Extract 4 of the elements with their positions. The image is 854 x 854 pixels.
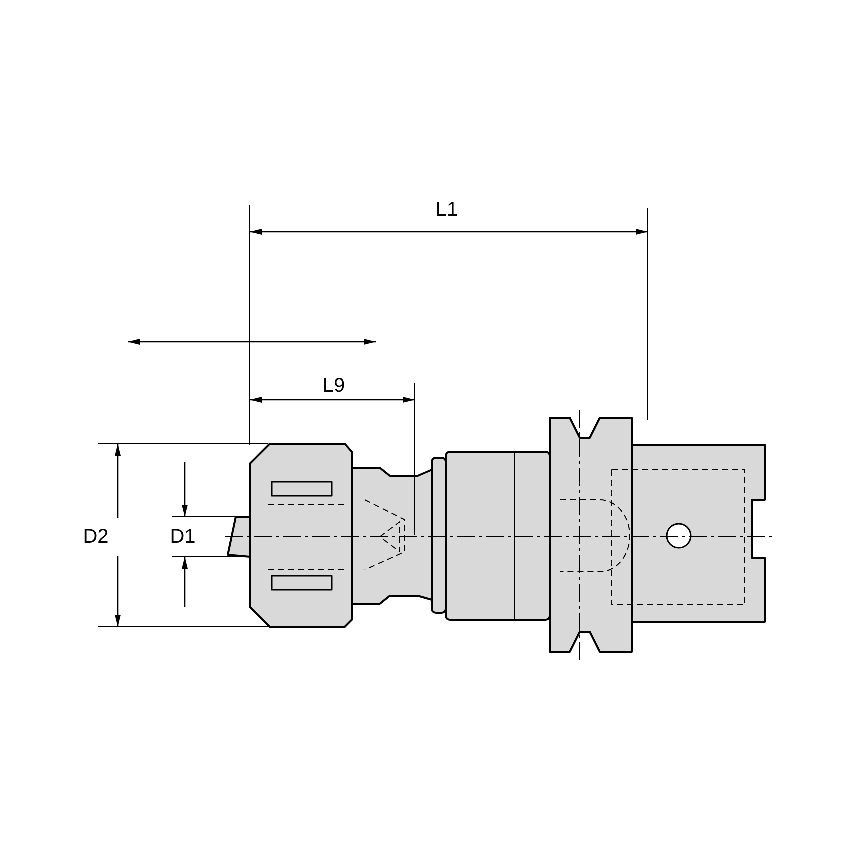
dimension-label: D2 bbox=[83, 527, 109, 547]
dimension-label: D1 bbox=[170, 527, 196, 547]
dimension-label: L1 bbox=[436, 200, 458, 220]
dimension-label: L9 bbox=[322, 376, 346, 396]
